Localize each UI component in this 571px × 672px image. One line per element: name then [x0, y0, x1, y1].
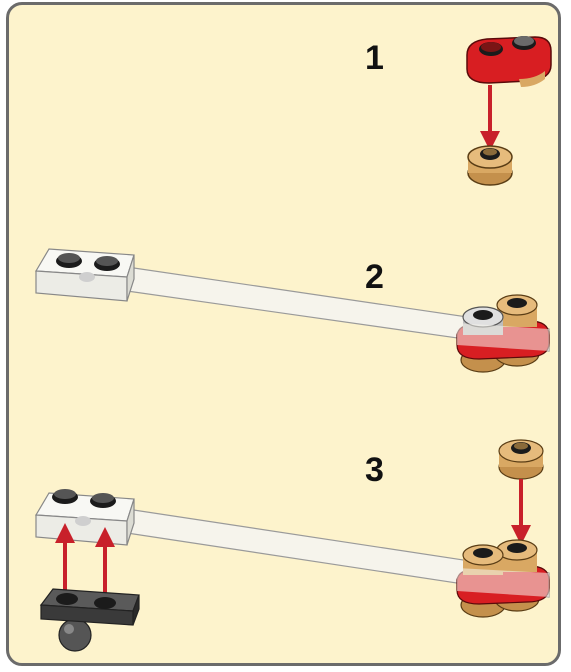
step-3-dark-plate-with-ball — [39, 588, 140, 652]
step-2-transparent-plate — [34, 248, 135, 302]
step-2-number: 2 — [365, 258, 384, 296]
instruction-panel: 1 2 3 — [6, 2, 561, 666]
step-1-number: 1 — [365, 39, 384, 77]
step-1-tan-round-plate — [467, 145, 513, 186]
instruction-illustration — [34, 36, 552, 652]
step-3-tan-round-plate — [498, 439, 544, 480]
step-1-red-plate — [466, 36, 552, 87]
step-3-transparent-plate — [34, 489, 135, 546]
step-2-rotor-assembly — [456, 294, 550, 373]
step-3-number: 3 — [365, 451, 384, 489]
step-3-rotor-assembly — [456, 539, 550, 618]
